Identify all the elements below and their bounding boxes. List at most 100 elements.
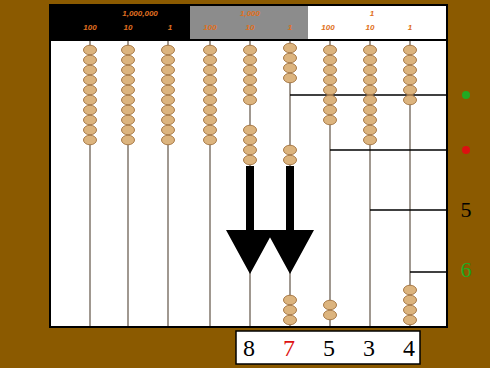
abacus-bead [284, 43, 297, 53]
abacus-bead [364, 75, 377, 85]
step-line [330, 149, 446, 151]
abacus-bead [244, 95, 257, 105]
abacus-bead [364, 135, 377, 145]
abacus-bead [284, 53, 297, 63]
abacus-bead [122, 75, 135, 85]
abacus-bead [84, 115, 97, 125]
abacus-bead [84, 55, 97, 65]
abacus-bead [364, 125, 377, 135]
abacus-bead [244, 75, 257, 85]
abacus-bead [204, 65, 217, 75]
abacus-bead [284, 305, 297, 315]
place-value: 10 [246, 24, 255, 32]
abacus-bead [364, 115, 377, 125]
abacus-bead [122, 115, 135, 125]
result-digit: 3 [363, 336, 375, 360]
abacus-bead [324, 105, 337, 115]
abacus-bead [284, 73, 297, 83]
abacus-bead [122, 95, 135, 105]
abacus-bead [122, 45, 135, 55]
place-value: 100 [83, 24, 96, 32]
result-digit: 7 [283, 336, 295, 360]
place-value: 10 [124, 24, 133, 32]
abacus-bead [284, 145, 297, 155]
green-dot [462, 91, 470, 99]
abacus-bead [404, 65, 417, 75]
abacus-bead [404, 305, 417, 315]
abacus-bead [244, 55, 257, 65]
abacus-bead [162, 95, 175, 105]
result-digit: 8 [243, 336, 255, 360]
header-thousands [190, 6, 308, 40]
abacus-bead [204, 55, 217, 65]
abacus-bead [404, 315, 417, 325]
abacus-bead [204, 125, 217, 135]
abacus-bead [284, 155, 297, 165]
abacus-bead [244, 125, 257, 135]
abacus-bead [162, 135, 175, 145]
abacus-bead [204, 45, 217, 55]
abacus-bead [84, 65, 97, 75]
place-value: 1 [370, 10, 374, 18]
abacus-bead [244, 85, 257, 95]
abacus-bead [324, 115, 337, 125]
place-value: 1 [288, 24, 292, 32]
header-rule [51, 39, 446, 41]
abacus-bead [84, 135, 97, 145]
abacus-bead [84, 105, 97, 115]
header-millions [51, 6, 190, 40]
abacus-bead [162, 45, 175, 55]
abacus-bead [162, 105, 175, 115]
abacus-bead [122, 125, 135, 135]
place-value: 1,000 [240, 10, 260, 18]
abacus-bead [162, 55, 175, 65]
abacus-bead [204, 75, 217, 85]
abacus-bead [84, 85, 97, 95]
step-line [410, 271, 446, 273]
result-box [236, 331, 420, 364]
abacus-bead [284, 315, 297, 325]
abacus-bead [324, 300, 337, 310]
abacus-bead [122, 65, 135, 75]
abacus-bead [364, 45, 377, 55]
abacus-bead [122, 85, 135, 95]
result-digit: 5 [323, 336, 335, 360]
abacus-bead [204, 105, 217, 115]
abacus-bead [284, 63, 297, 73]
abacus-bead [162, 115, 175, 125]
abacus-bead [122, 105, 135, 115]
abacus-bead [324, 310, 337, 320]
abacus-bead [364, 95, 377, 105]
abacus-bead [324, 65, 337, 75]
abacus-bead [364, 85, 377, 95]
red-dot [462, 146, 470, 154]
abacus-bead [324, 85, 337, 95]
abacus-bead [404, 285, 417, 295]
abacus-bead [84, 45, 97, 55]
abacus-bead [364, 55, 377, 65]
abacus-bead [244, 155, 257, 165]
place-value: 10 [366, 24, 375, 32]
abacus-bead [404, 295, 417, 305]
place-value: 1 [408, 24, 412, 32]
abacus-bead [162, 85, 175, 95]
abacus-bead [364, 105, 377, 115]
place-value: 100 [321, 24, 334, 32]
place-value: 100 [203, 24, 216, 32]
step-number: 5 [461, 199, 472, 221]
abacus-bead [324, 55, 337, 65]
abacus-bead [404, 55, 417, 65]
abacus-bead [122, 135, 135, 145]
abacus-bead [364, 65, 377, 75]
abacus-bead [324, 45, 337, 55]
abacus-bead [404, 45, 417, 55]
abacus-bead [84, 95, 97, 105]
step-number: 6 [461, 259, 472, 281]
abacus-bead [244, 45, 257, 55]
abacus-frame [50, 5, 447, 327]
abacus-bead [324, 75, 337, 85]
abacus-bead [162, 65, 175, 75]
abacus-bead [204, 85, 217, 95]
abacus-bead [162, 125, 175, 135]
